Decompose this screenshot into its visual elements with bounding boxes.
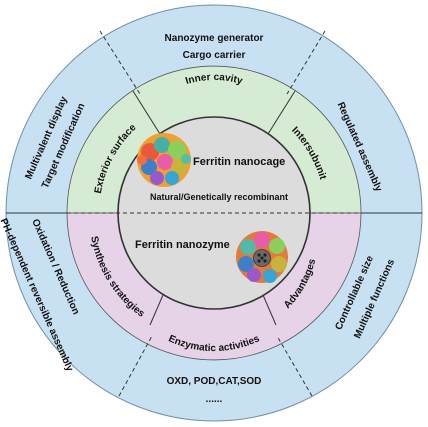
separator-mid-1 (132, 90, 161, 135)
separator-mid-4 (262, 294, 277, 326)
label-nanozyme-generator: Nanozyme generator (165, 33, 264, 44)
separator-mid-3 (149, 294, 164, 326)
center-upper-subtitle: Natural/Genetically recombinant (150, 192, 288, 202)
ferritin-nanozyme-icon (236, 231, 288, 283)
separator-mid-2 (267, 90, 296, 135)
label-cargo-carrier: Cargo carrier (183, 50, 246, 61)
ferritin-protein-cage-icon (137, 133, 191, 187)
center-lower-title: Ferritin nanozyme (135, 239, 230, 251)
separator-outer-1 (99, 30, 141, 95)
separator-outer-2 (286, 30, 326, 95)
label-ellipsis: ...... (206, 394, 223, 405)
separator-outer-4 (276, 335, 313, 397)
separator-outer-3 (118, 335, 153, 397)
center-upper-title: Ferritin nanocage (193, 156, 285, 168)
label-inner-cavity: Inner cavity (184, 72, 244, 87)
label-enzyme-activity-types: OXD, POD,CAT,SOD (167, 376, 262, 387)
